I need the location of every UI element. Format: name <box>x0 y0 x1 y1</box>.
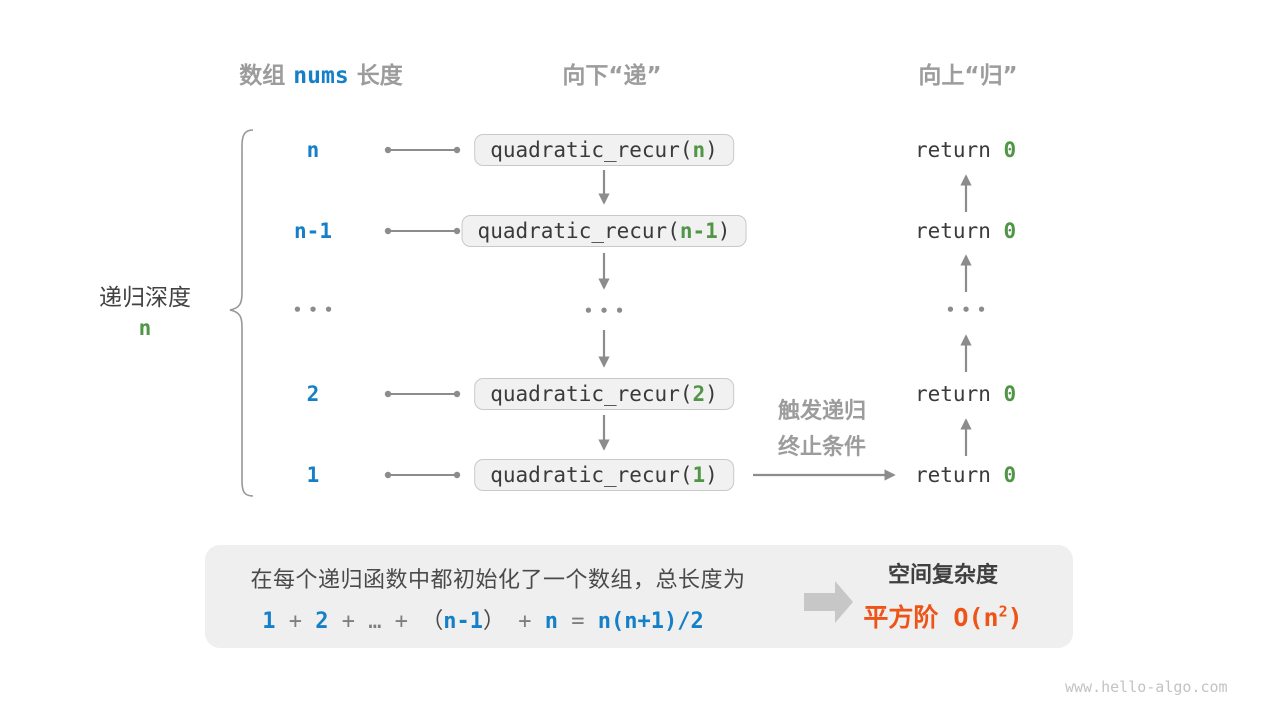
return-stmt-n1: return 0 <box>915 219 1016 243</box>
call-close: ) <box>705 382 718 406</box>
return-ellipsis: ••• <box>945 301 993 319</box>
return-value: 0 <box>1003 219 1017 243</box>
depth-value: n <box>138 316 152 340</box>
call-fn: quadratic_recur( <box>490 382 693 406</box>
length-label-n1: n-1 <box>294 219 332 243</box>
return-keyword: return <box>915 382 1004 406</box>
formula-ellipsis: … <box>368 609 382 634</box>
header-array-pre: 数组 <box>239 63 286 89</box>
row-connector-2 <box>384 390 461 398</box>
watermark: www.hello-algo.com <box>1065 678 1228 696</box>
return-stmt-1: return 0 <box>915 463 1016 487</box>
return-keyword: return <box>915 138 1004 162</box>
summary-panel <box>205 545 1073 648</box>
header-array-post: 长度 <box>356 63 403 89</box>
length-label-2: 2 <box>306 382 320 406</box>
row-connector-1 <box>384 471 461 479</box>
header-return-up: 向上“归” <box>918 63 1018 89</box>
formula-term: n <box>544 609 559 634</box>
formula-op: + <box>381 609 422 634</box>
base-case-label-line2: 终止条件 <box>777 435 867 460</box>
length-ellipsis: ••• <box>292 301 340 319</box>
call-fn: quadratic_recur( <box>490 138 693 162</box>
formula-paren-close: ） <box>483 609 506 634</box>
return-value: 0 <box>1003 463 1017 487</box>
return-keyword: return <box>915 463 1004 487</box>
row-connector-n1 <box>384 227 461 235</box>
base-case-label-line1: 触发递归 <box>777 399 867 424</box>
summary-text: 在每个递归函数中都初始化了一个数组，总长度为 <box>250 568 746 593</box>
formula-op: + <box>275 609 316 634</box>
return-value: 0 <box>1003 382 1017 406</box>
call-arg: n-1 <box>679 219 718 243</box>
header-array-length: 数组 nums 长度 <box>239 56 402 90</box>
call-arg: 1 <box>692 463 706 487</box>
return-stmt-2: return 0 <box>915 382 1016 406</box>
call-arg: n <box>692 138 706 162</box>
return-keyword: return <box>915 219 1004 243</box>
return-value: 0 <box>1003 138 1017 162</box>
call-close: ) <box>705 138 718 162</box>
call-ellipsis: ••• <box>583 302 631 320</box>
depth-label: 递归深度 <box>99 285 191 311</box>
formula-term: 1 <box>262 609 276 634</box>
length-label-1: 1 <box>306 463 320 487</box>
call-fn: quadratic_recur( <box>490 463 693 487</box>
complexity-pre: 平方阶 O(n <box>863 603 999 632</box>
formula-result: n(n+1)/2 <box>597 609 704 634</box>
depth-brace <box>229 129 254 497</box>
call-arg: 2 <box>692 382 706 406</box>
call-close: ) <box>717 219 731 243</box>
header-recurse-down: 向下“递” <box>562 63 662 89</box>
call-close: ) <box>705 463 718 487</box>
space-complexity-title: 空间复杂度 <box>887 563 999 588</box>
nums-code-label: nums <box>293 63 349 89</box>
formula-op: + <box>505 609 545 634</box>
formula-term: 2 <box>315 609 329 634</box>
summary-formula: 1 + 2 + … + （n-1） + n = n(n+1)/2 <box>262 603 704 635</box>
formula-paren-open: （ <box>421 609 444 634</box>
call-box-1: quadratic_recur(1) <box>474 459 734 491</box>
formula-op: + <box>328 609 369 634</box>
space-complexity-value: 平方阶 O(n2) <box>863 598 1022 634</box>
formula-equals: = <box>558 609 598 634</box>
call-box-n: quadratic_recur(n) <box>474 134 734 166</box>
complexity-exponent: 2 <box>998 602 1008 621</box>
formula-term: n-1 <box>443 609 484 634</box>
call-box-n1: quadratic_recur(n-1) <box>461 215 747 247</box>
return-stmt-n: return 0 <box>915 138 1016 162</box>
call-box-2: quadratic_recur(2) <box>474 378 734 410</box>
row-connector-n <box>384 146 461 154</box>
call-fn: quadratic_recur( <box>477 219 680 243</box>
complexity-post: ) <box>1007 603 1023 632</box>
length-label-n: n <box>306 138 320 162</box>
